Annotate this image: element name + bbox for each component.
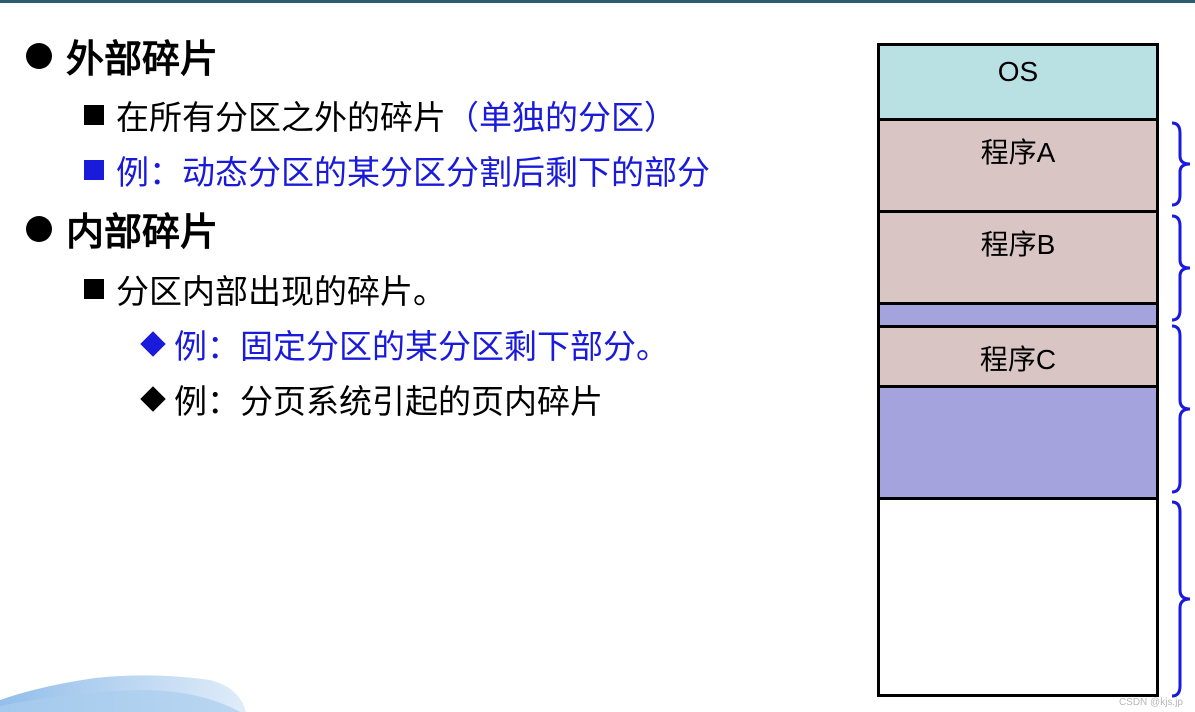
memory-block-fragment-small bbox=[880, 305, 1156, 328]
item-external-example: 例：动态分区的某分区分割后剩下的部分 bbox=[84, 156, 710, 189]
bullet-square-icon bbox=[84, 279, 104, 299]
bullet-square-icon bbox=[84, 105, 104, 125]
memory-block-program-c: 程序C bbox=[880, 328, 1156, 388]
item-internal-example-paging-text: 例：分页系统引起的页内碎片 bbox=[174, 382, 603, 421]
top-rule bbox=[0, 0, 1195, 3]
memory-block-os: OS bbox=[880, 46, 1156, 121]
decorative-swoosh bbox=[0, 675, 246, 712]
memory-block-fragment-large bbox=[880, 388, 1156, 500]
heading-internal-text: 内部碎片 bbox=[66, 210, 219, 254]
memory-block-os-label: OS bbox=[997, 56, 1039, 87]
brace-free-area bbox=[1171, 500, 1191, 698]
watermark: CSDN @kjs.jp bbox=[1118, 697, 1183, 708]
item-internal-example-fixed: 例：固定分区的某分区剩下部分。 bbox=[138, 330, 669, 363]
memory-block-program-b: 程序B bbox=[880, 213, 1156, 305]
bullet-dot-icon bbox=[26, 216, 52, 242]
item-external-definition: 在所有分区之外的碎片（单独的分区） bbox=[84, 101, 677, 134]
item-internal-example-fixed-text: 例：固定分区的某分区剩下部分。 bbox=[174, 327, 669, 366]
item-internal-definition: 分区内部出现的碎片。 bbox=[84, 275, 446, 308]
item-external-definition-text: 在所有分区之外的碎片 bbox=[116, 98, 446, 137]
memory-block-program-a: 程序A bbox=[880, 121, 1156, 213]
item-external-definition-note: （单独的分区） bbox=[446, 98, 677, 137]
memory-block-empty bbox=[880, 500, 1156, 694]
bullet-diamond-icon bbox=[140, 386, 166, 412]
brace-program-c bbox=[1171, 324, 1191, 494]
item-external-example-text: 例：动态分区的某分区分割后剩下的部分 bbox=[116, 153, 710, 192]
section-heading-internal: 内部碎片 bbox=[26, 213, 218, 251]
partition-braces bbox=[1171, 121, 1191, 698]
section-heading-external: 外部碎片 bbox=[26, 40, 218, 78]
bullet-diamond-icon bbox=[140, 331, 166, 357]
memory-block-program-b-label: 程序B bbox=[980, 229, 1056, 260]
item-internal-definition-text: 分区内部出现的碎片。 bbox=[116, 272, 446, 311]
memory-layout-diagram: OS 程序A 程序B 程序C bbox=[877, 43, 1159, 697]
heading-external-text: 外部碎片 bbox=[66, 37, 219, 81]
bullet-dot-icon bbox=[26, 43, 52, 69]
item-internal-example-paging: 例：分页系统引起的页内碎片 bbox=[138, 385, 603, 418]
brace-program-a bbox=[1171, 121, 1191, 207]
memory-block-program-a-label: 程序A bbox=[980, 137, 1056, 168]
bullet-square-icon bbox=[84, 160, 104, 180]
brace-program-b bbox=[1171, 214, 1191, 322]
memory-block-program-c-label: 程序C bbox=[979, 344, 1057, 375]
